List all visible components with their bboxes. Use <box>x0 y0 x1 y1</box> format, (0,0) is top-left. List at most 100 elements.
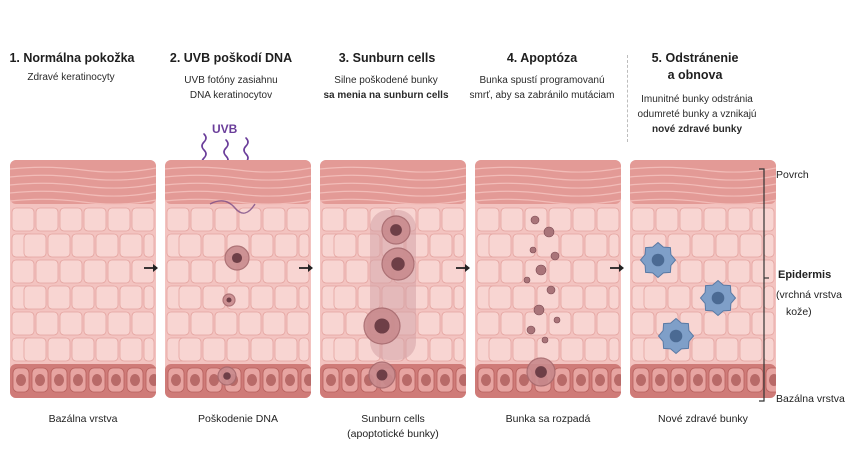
surface-line <box>630 166 776 173</box>
keratinocyte-cell <box>23 233 47 258</box>
surface-line <box>165 182 311 189</box>
keratinocyte-cell <box>727 259 751 284</box>
keratinocyte-cell <box>190 259 214 284</box>
surface-layer <box>320 160 466 204</box>
surface-line <box>320 190 466 197</box>
keratinocyte-cell <box>238 311 262 336</box>
surface-line <box>630 182 776 189</box>
immune-cell-nucleus <box>669 329 683 343</box>
keratinocyte-cell <box>441 259 465 284</box>
arrow-2 <box>299 264 313 272</box>
keratinocyte-cell <box>512 337 536 362</box>
surface-line <box>475 182 621 189</box>
basal-nucleus <box>674 374 684 386</box>
keratinocyte-cell <box>95 233 119 258</box>
stage-3-desc: Silne poškodené bunky sa menia na sunbur… <box>306 73 466 103</box>
keratinocyte-cell <box>178 285 202 310</box>
basal-nucleus <box>421 374 431 386</box>
keratinocyte-cell <box>560 337 584 362</box>
keratinocyte-cell <box>584 285 608 310</box>
skin-panel-3 <box>320 160 466 398</box>
surface-line <box>10 198 156 205</box>
keratinocyte-cell <box>679 259 703 284</box>
keratinocyte-cell <box>596 311 620 336</box>
stage-4-desc-line-1: Bunka spustí programovanú <box>479 75 605 86</box>
keratinocyte-cell <box>262 311 286 336</box>
keratinocyte-cell <box>739 337 763 362</box>
surface-line <box>630 198 776 205</box>
stage-3-caption-line-1: Sunburn cells <box>361 413 425 425</box>
keratinocyte-cell <box>476 259 500 284</box>
arrow-3 <box>456 264 470 272</box>
apoptotic-fragment <box>553 316 561 324</box>
basal-nucleus <box>149 374 156 386</box>
keratinocyte-cell <box>47 337 71 362</box>
basal-nucleus <box>92 374 102 386</box>
keratinocyte-cell <box>560 285 584 310</box>
keratinocyte-cell <box>608 337 620 362</box>
surface-line <box>165 166 311 173</box>
keratinocyte-cell <box>703 259 727 284</box>
label-epidermis: Epidermis <box>778 269 832 281</box>
keratinocyte-cell <box>715 233 739 258</box>
keratinocyte-cell <box>59 207 83 232</box>
stage-1-desc: Zdravé keratinocyty <box>0 70 151 85</box>
basal-nucleus <box>54 374 64 386</box>
keratinocyte-cell <box>274 285 298 310</box>
keratinocyte-cell <box>441 311 465 336</box>
stage-5-title-line-2: a obnova <box>667 68 723 82</box>
keratinocyte-cell <box>119 233 143 258</box>
keratinocyte-cell <box>488 233 512 258</box>
keratinocyte-cell <box>131 311 155 336</box>
stage-5-desc-bold: nové zdravé bunky <box>651 124 743 135</box>
keratinocyte-cell <box>321 311 345 336</box>
stage-5-separator <box>627 55 628 142</box>
keratinocyte-cell <box>107 207 131 232</box>
keratinocyte-cell <box>655 207 679 232</box>
stage-3-title: 3. Sunburn cells <box>338 51 436 65</box>
keratinocyte-cell <box>333 285 357 310</box>
keratinocyte-cell <box>35 311 59 336</box>
keratinocyte-cell <box>83 259 107 284</box>
keratinocyte-cell <box>286 311 310 336</box>
keratinocyte-cell <box>190 311 214 336</box>
stage-1-desc-line-1: Zdravé keratinocyty <box>27 72 115 83</box>
sunburn-cell-1-nucleus <box>390 224 402 236</box>
keratinocyte-cell <box>250 337 274 362</box>
keratinocyte-cell <box>500 311 524 336</box>
keratinocyte-cell <box>47 285 71 310</box>
skin-panel-2 <box>165 160 311 398</box>
basal-nucleus <box>519 374 529 386</box>
apoptotic-fragment <box>546 285 556 295</box>
keratinocyte-cell <box>274 337 298 362</box>
basal-nucleus <box>731 374 741 386</box>
basal-nucleus <box>769 374 776 386</box>
arrow-1 <box>144 264 158 272</box>
basal-nucleus <box>500 374 510 386</box>
keratinocyte-cell <box>572 207 596 232</box>
stage-3-desc-bold: sa menia na sunburn cells <box>323 90 449 101</box>
keratinocyte-cell <box>202 285 226 310</box>
basal-nucleus <box>402 374 412 386</box>
surface-line <box>475 198 621 205</box>
basal-nucleus <box>190 374 200 386</box>
surface-line <box>10 182 156 189</box>
keratinocyte-cell <box>214 207 238 232</box>
keratinocyte-cell <box>95 337 119 362</box>
keratinocyte-cell <box>298 337 310 362</box>
basal-nucleus <box>750 374 760 386</box>
keratinocyte-cell <box>548 311 572 336</box>
stage-2-title: 2. UVB poškodí DNA <box>169 51 293 65</box>
keratinocyte-cell <box>643 285 667 310</box>
keratinocyte-cell <box>59 311 83 336</box>
basal-nucleus <box>655 374 665 386</box>
keratinocyte-cell <box>512 285 536 310</box>
basal-nucleus <box>35 374 45 386</box>
basal-nucleus <box>712 374 722 386</box>
keratinocyte-cell <box>214 311 238 336</box>
keratinocyte-cell <box>59 259 83 284</box>
apoptotic-fragment <box>530 215 540 225</box>
surface-layer <box>165 160 311 204</box>
stage-2-desc-line-2: DNA keratinocytov <box>189 90 273 101</box>
keratinocyte-cell <box>345 207 369 232</box>
